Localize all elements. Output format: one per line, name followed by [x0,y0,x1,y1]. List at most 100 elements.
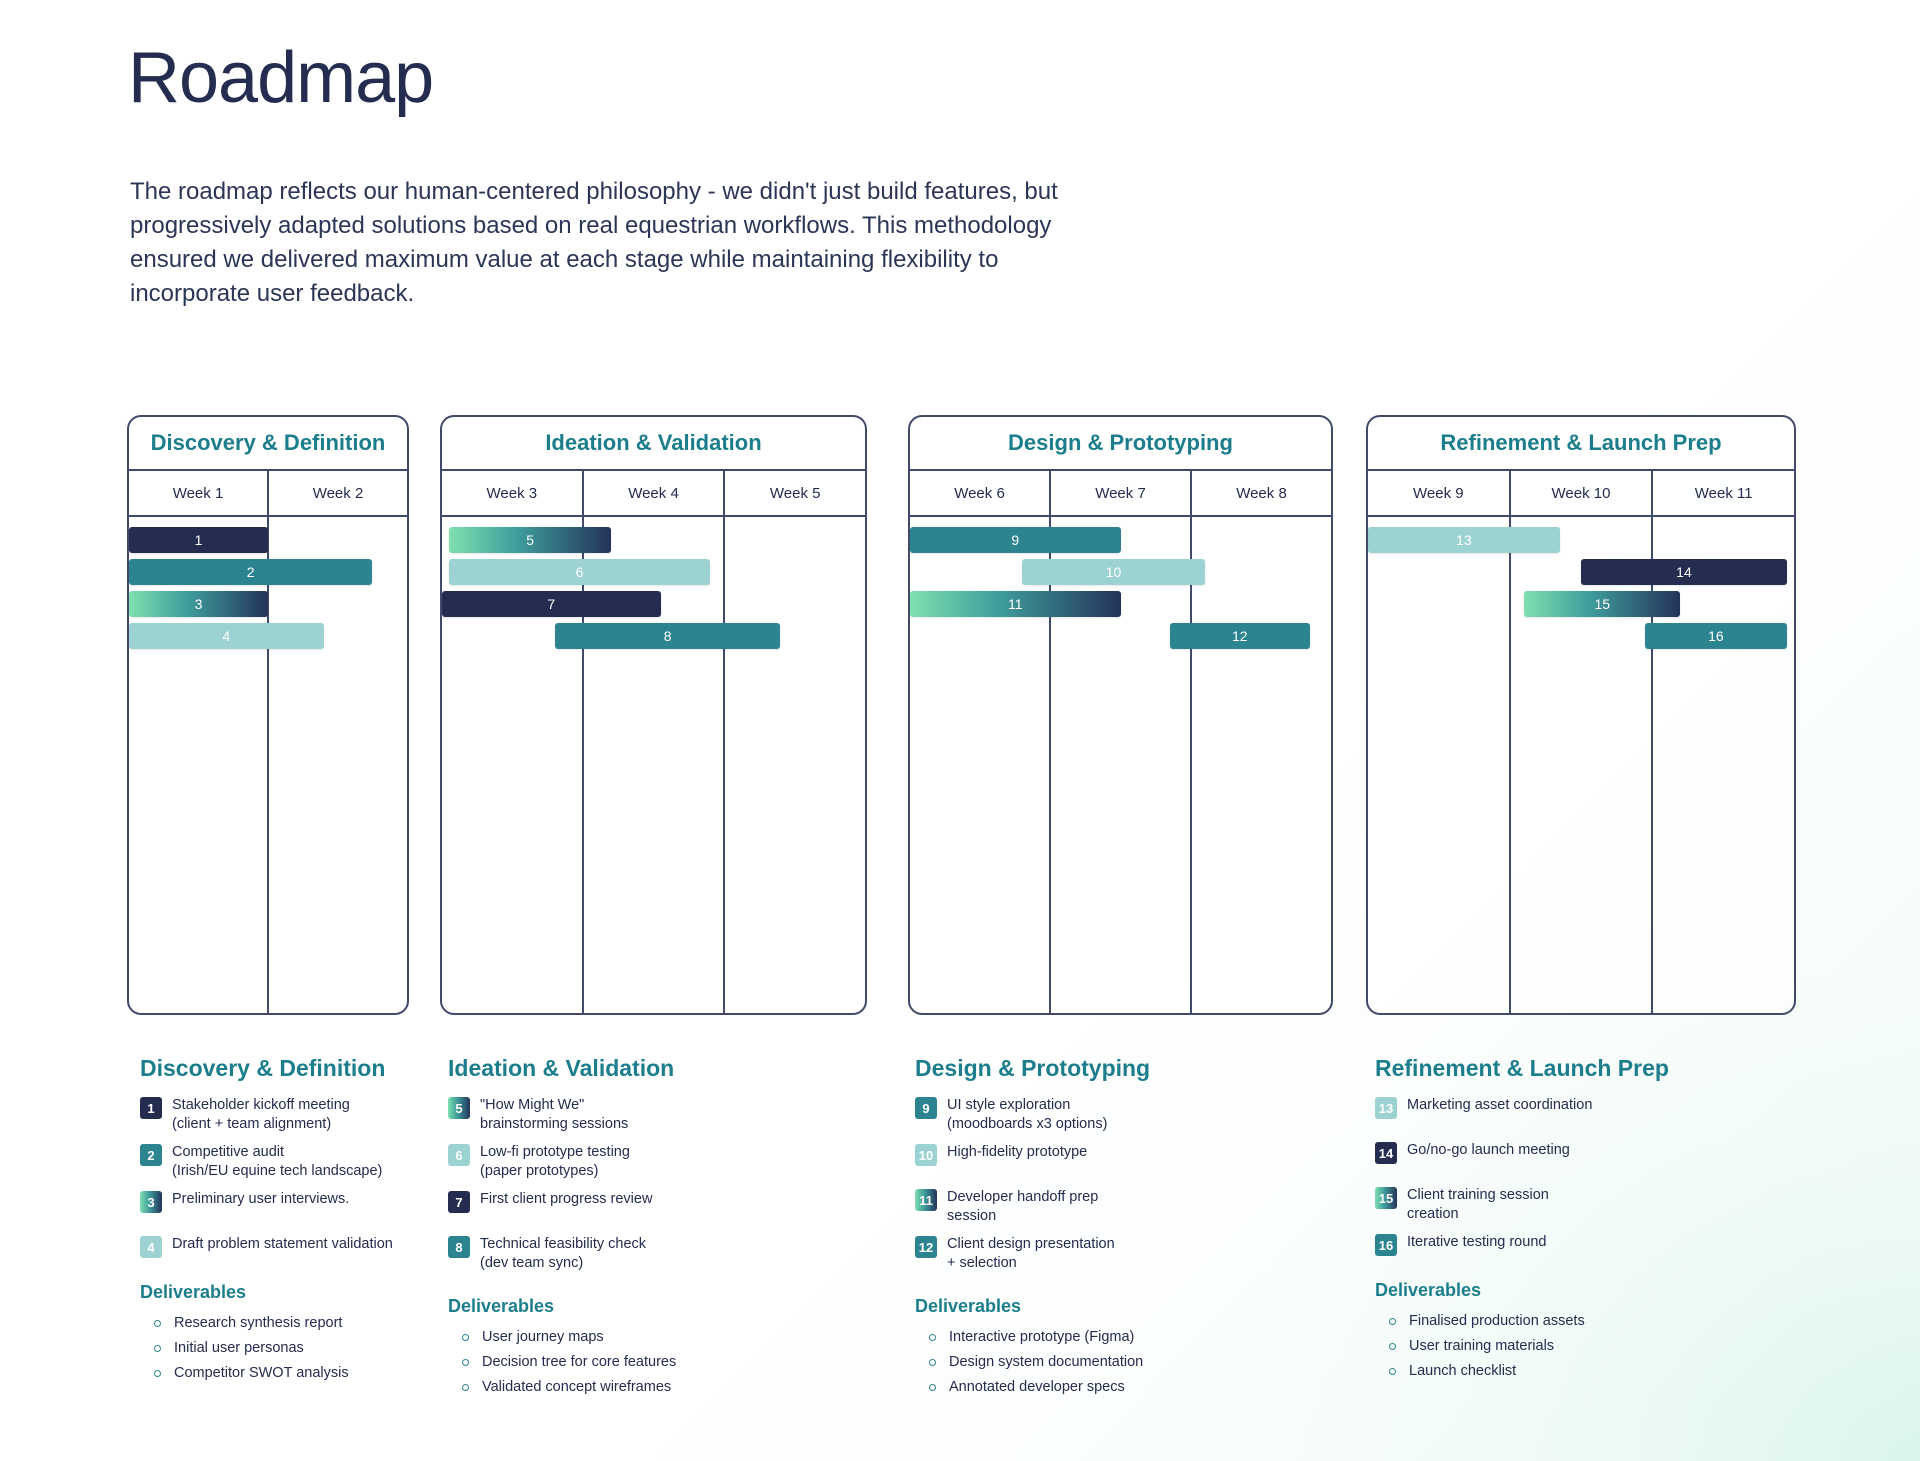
legend-label-16: Iterative testing round [1407,1233,1546,1252]
week-label-week-1: Week 1 [129,471,269,515]
deliverable-label: Initial user personas [174,1340,304,1357]
legend-badge-11: 11 [915,1189,937,1212]
week-label-week-11: Week 11 [1694,484,1753,502]
legend-badge-4: 4 [140,1236,162,1259]
deliverable-item: Validated concept wireframes [448,1379,758,1395]
legend-label-line1: "How Might We" [480,1097,585,1113]
legend-label-7: First client progress review [480,1190,652,1209]
legend-label-line1: Marketing asset coordination [1407,1097,1593,1113]
gantt-bar-7[interactable]: 7 [442,591,661,617]
deliverable-item: Competitor SWOT analysis [140,1365,450,1381]
gantt-bar-4[interactable]: 4 [129,623,324,649]
bullet-circle-icon [154,1369,161,1377]
legend-item-7[interactable]: 7 First client progress review [448,1190,758,1214]
deliverable-label: Annotated developer specs [949,1379,1125,1396]
deliverable-label: Competitor SWOT analysis [174,1365,349,1382]
bullet-circle-icon [1389,1342,1396,1350]
legend-badge-2: 2 [140,1144,162,1167]
deliverable-label: Design system documentation [949,1354,1144,1371]
bullet-circle-icon [929,1358,936,1366]
legend-label-line1: High-fidelity prototype [947,1144,1088,1161]
legend-label-line1: Stakeholder kickoff meeting [172,1097,350,1113]
deliverable-item: Initial user personas [140,1340,450,1356]
gantt-bar-10[interactable]: 10 [1022,559,1205,585]
legend-label-4: Draft problem statement validation [172,1235,393,1254]
deliverables-heading: Deliverables [448,1296,555,1317]
deliverable-label: Research synthesis report [174,1315,343,1332]
gantt-grid-body: 9 10 11 12 [910,517,1331,1013]
legend-label-9: UI style exploration (moodboards x3 optio… [947,1096,1107,1133]
legend-label-line1: First client progress review [480,1191,653,1208]
legend-label-line1: Iterative testing round [1407,1234,1547,1251]
week-label-week-7: Week 7 [1051,471,1192,515]
gantt-bar-6[interactable]: 6 [449,559,710,585]
legend-item-4[interactable]: 4 Draft problem statement validation [140,1235,450,1259]
legend-title: Discovery & Definition [140,1055,386,1081]
legend-label-line1: Technical feasibility check [480,1236,647,1253]
gantt-bar-11[interactable]: 11 [910,591,1121,617]
gantt-bar-16[interactable]: 16 [1644,623,1787,649]
legend-label-line2: (dev team sync) [480,1254,584,1271]
bullet-circle-icon [1389,1367,1396,1375]
legend-badge-16: 16 [1375,1234,1397,1257]
deliverable-label: User journey maps [482,1329,604,1346]
gantt-bar-5[interactable]: 5 [449,527,612,553]
gantt-bar-13[interactable]: 13 [1368,527,1560,553]
grid-columns [1368,517,1794,1013]
legend-item-5[interactable]: 5"How Might We"brainstorming sessions [448,1096,758,1133]
deliverable-label: Launch checklist [1409,1363,1517,1380]
legend-item-13[interactable]: 13 Marketing asset coordination [1375,1096,1685,1119]
legend-label-line1: UI style exploration [947,1097,1071,1113]
gantt-bar-9[interactable]: 9 [910,527,1121,553]
legend-item-9[interactable]: 9 UI style exploration (moodboards x3 opti… [915,1096,1225,1133]
grid-column [129,517,269,1013]
legend-label-line1: Developer handoff prep [947,1189,1099,1206]
legend-badge-15: 15 [1375,1187,1397,1209]
deliverables-heading: Deliverables [140,1282,247,1303]
grid-column [442,517,584,1013]
legend-badge-7: 7 [448,1191,470,1214]
legend-item-16[interactable]: 16 Iterative testing round [1375,1233,1685,1257]
gantt-bar-3[interactable]: 3 [129,591,268,617]
gantt-bar-15[interactable]: 15 [1524,591,1681,617]
gantt-bar-12[interactable]: 12 [1169,623,1310,649]
grid-column [910,517,1051,1013]
bullet-circle-icon [154,1344,161,1352]
gantt-bar-8[interactable]: 8 [554,623,781,649]
deliverable-item: User training materials [1375,1338,1685,1354]
legend-label-13: Marketing asset coordination [1407,1096,1592,1115]
legend-label-line2: (client + team alignment) [172,1115,332,1132]
deliverable-label: Validated concept wireframes [482,1379,672,1396]
legend-label-line1: Client training session [1407,1187,1549,1203]
deliverable-item: Interactive prototype (Figma) [915,1329,1225,1345]
panel-title: Design & Prototyping [910,417,1331,471]
gantt-bar-2[interactable]: 2 [129,559,373,585]
legend-label-line2: (moodboards x3 options) [947,1115,1108,1132]
gantt-bar-14[interactable]: 14 [1581,559,1787,585]
bars-layer: 9 10 11 12 [910,517,1331,1013]
deliverable-item: User journey maps [448,1329,758,1345]
gantt-grid-body: 1 2 3 4 [129,517,407,1013]
legend-badge-9: 9 [915,1097,937,1119]
legend-badge-13: 13 [1375,1097,1397,1119]
legend-label-line2: brainstorming sessions [480,1115,629,1132]
legend-label-8: Technical feasibility check(dev team syn… [480,1235,646,1272]
gantt-bar-1[interactable]: 1 [129,527,268,553]
